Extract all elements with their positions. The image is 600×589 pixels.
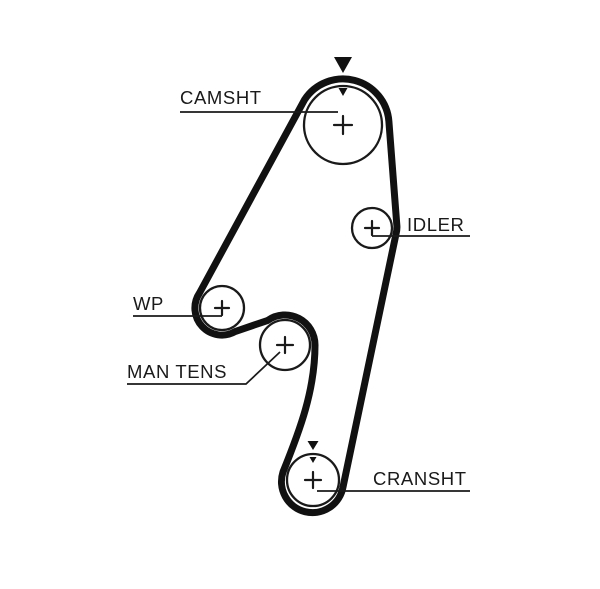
crankshaft-label: CRANSHT — [373, 468, 467, 489]
timing-belt-path — [191, 75, 401, 517]
camshaft-direction-arrow-icon — [334, 57, 352, 73]
manual-tensioner-leader-line — [127, 351, 281, 385]
crankshaft-direction-arrow-small-icon — [309, 457, 317, 463]
manual-tensioner-label: MAN TENS — [127, 361, 227, 382]
camshaft-direction-arrow-small-icon — [338, 88, 348, 96]
idler-label: IDLER — [407, 214, 465, 235]
crankshaft-direction-arrow-icon — [307, 441, 319, 450]
camshaft-label: CAMSHT — [180, 87, 262, 108]
water-pump-label: WP — [133, 293, 164, 314]
